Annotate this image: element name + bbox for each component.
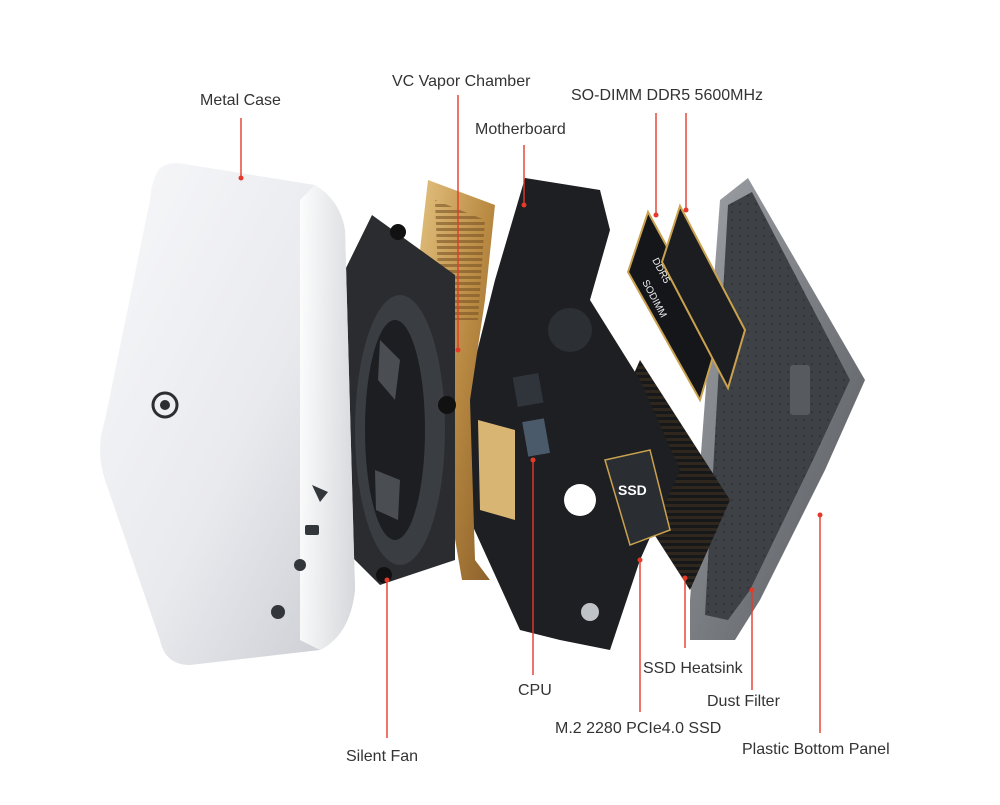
leader-lines <box>238 95 823 738</box>
motherboard-part: SSD <box>470 178 680 650</box>
ram-modules: DDR5 SODIMM <box>626 203 747 403</box>
ssd-sticker-text: SSD <box>618 482 647 498</box>
silent-fan-part <box>340 215 456 585</box>
m2-ssd-part <box>604 449 671 546</box>
label-cpu: CPU <box>518 682 552 699</box>
label-plastic-bottom-panel: Plastic Bottom Panel <box>742 741 890 758</box>
label-m2-ssd: M.2 2280 PCIe4.0 SSD <box>555 720 722 737</box>
label-silent-fan: Silent Fan <box>346 748 419 765</box>
label-vc-vapor-chamber: VC Vapor Chamber <box>392 73 531 90</box>
label-metal-case: Metal Case <box>200 92 281 109</box>
label-so-dimm: SO-DIMM DDR5 5600MHz <box>571 87 764 104</box>
metal-case-part <box>100 163 355 666</box>
plastic-bottom-panel <box>690 178 865 640</box>
label-ssd-heatsink: SSD Heatsink <box>643 660 743 677</box>
label-motherboard: Motherboard <box>475 121 566 138</box>
dust-filter-mesh <box>705 192 850 620</box>
brand-logo <box>151 391 179 419</box>
label-dust-filter: Dust Filter <box>707 693 780 710</box>
